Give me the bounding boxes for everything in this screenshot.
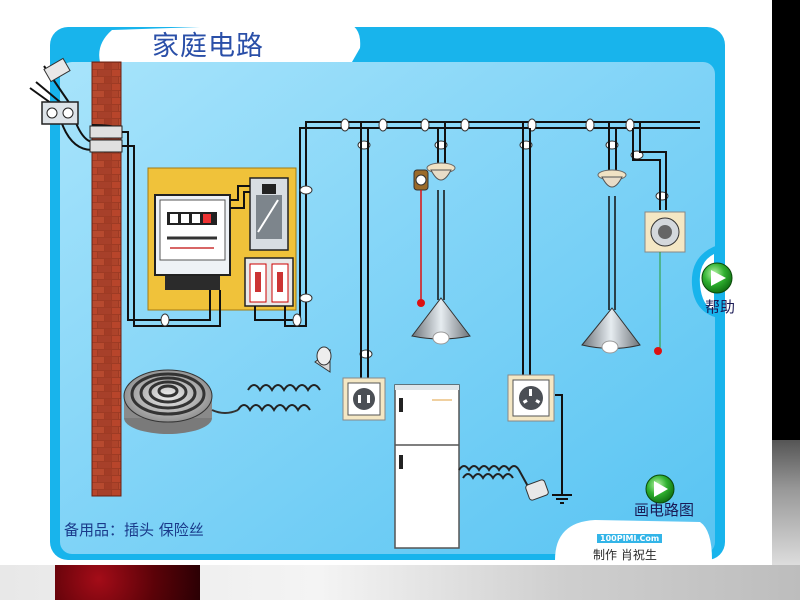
refrigerator-icon[interactable]	[394, 384, 460, 549]
pull-switch-icon[interactable]	[413, 169, 429, 307]
spare-parts-label: 备用品：插头 保险丝	[64, 521, 204, 539]
rotary-switch-icon[interactable]	[644, 211, 686, 355]
socket-1-icon[interactable]	[342, 377, 386, 421]
branch-wires	[360, 122, 667, 495]
background-red-photo	[55, 565, 200, 600]
socket-2-icon[interactable]	[507, 374, 555, 422]
ceiling-rose-1-icon	[426, 162, 456, 181]
draw-circuit-button-label[interactable]: 画电路图	[634, 501, 695, 519]
help-button[interactable]	[701, 262, 733, 294]
credit-logo: 100PIMI.Com	[597, 534, 663, 543]
help-button-label[interactable]: 帮助	[705, 298, 736, 316]
hotplate-cord-icon	[237, 384, 321, 412]
draw-circuit-button[interactable]	[645, 474, 675, 504]
service-wires	[122, 131, 160, 327]
lamp-2-icon	[581, 196, 641, 354]
ground-icon	[552, 494, 572, 504]
fridge-plug-icon[interactable]	[525, 479, 549, 501]
lamp-1-icon	[411, 190, 471, 345]
knife-switch-icon	[249, 177, 289, 251]
background-photo-edge	[772, 440, 800, 565]
page-title: 家庭电路	[152, 31, 264, 62]
electric-meter-icon	[154, 194, 231, 290]
title-tab	[99, 22, 361, 62]
wall-insulators-icon	[89, 125, 123, 153]
fuse-box-icon	[244, 257, 294, 307]
credit-author: 制作 肖祝生	[593, 548, 657, 562]
hotplate-icon[interactable]	[123, 369, 239, 434]
insulator-bracket-icon	[41, 57, 79, 125]
fridge-cord-icon	[458, 465, 531, 491]
ceiling-rose-2-icon	[597, 169, 627, 188]
plug-icon[interactable]	[314, 346, 332, 373]
